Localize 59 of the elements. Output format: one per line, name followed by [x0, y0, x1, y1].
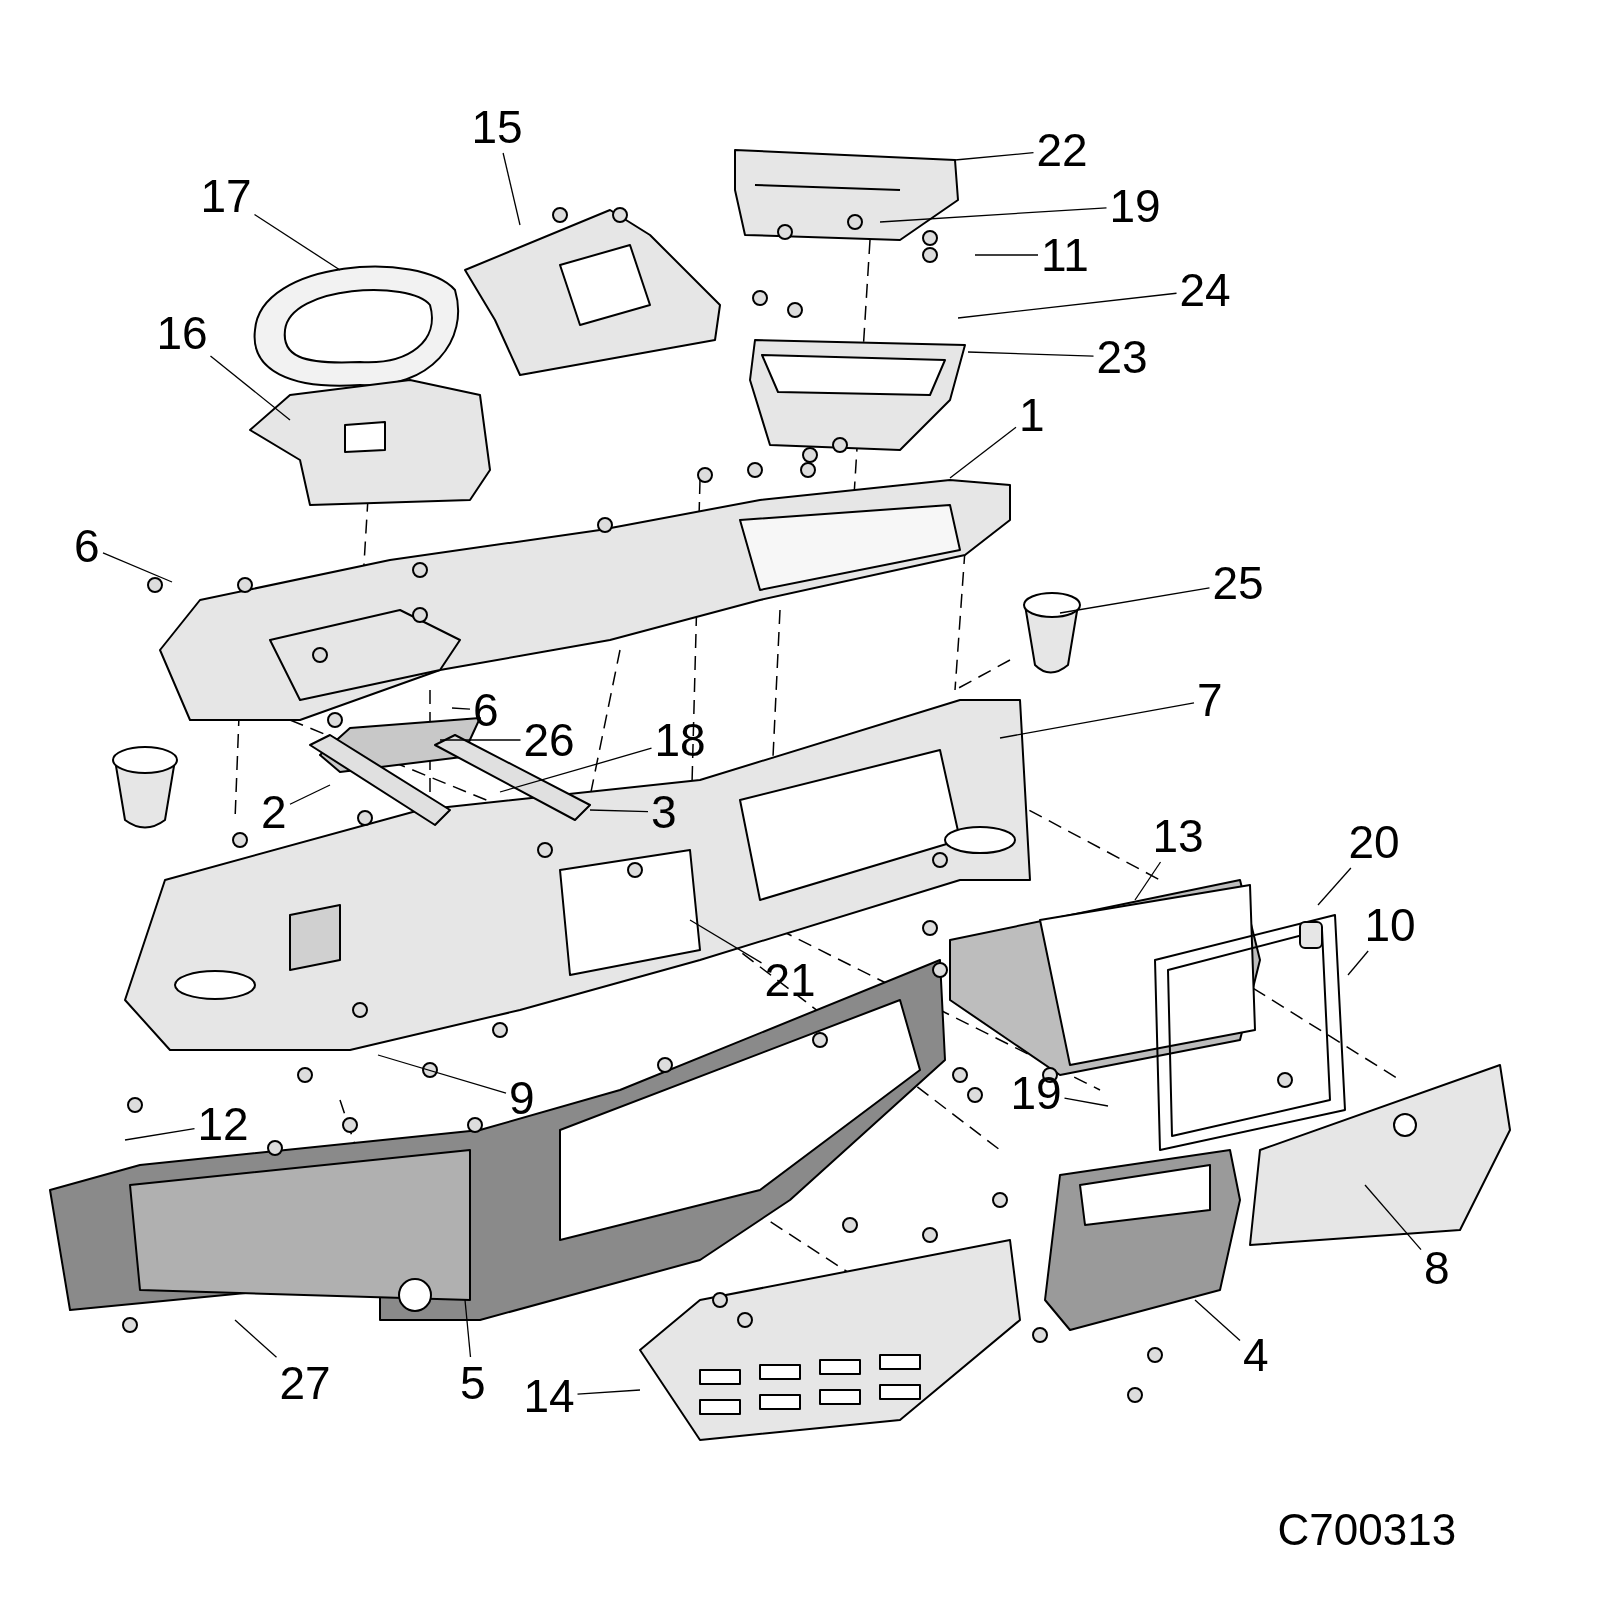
callout-number: 17 [200, 173, 252, 219]
callout-number: 18 [654, 717, 706, 763]
drawing-number: C700313 [1277, 1508, 1457, 1552]
callout-number: 22 [1036, 127, 1088, 173]
leader-line [451, 707, 471, 710]
leader-line [974, 254, 1039, 256]
leader-line [464, 1299, 472, 1358]
callout-number: 27 [279, 1360, 331, 1406]
callout-number: 16 [156, 310, 208, 356]
callout-number: 1 [1019, 392, 1045, 438]
callout-number: 6 [473, 687, 499, 733]
callout-number: 12 [197, 1101, 249, 1147]
callout-number: 11 [1041, 232, 1089, 278]
callout-number: 21 [764, 957, 816, 1003]
callout-number: 9 [509, 1075, 535, 1121]
leader-line [499, 747, 653, 793]
leader-line [289, 784, 331, 805]
leader-line [957, 292, 1178, 319]
leader-line [439, 739, 522, 741]
callout-number: 20 [1348, 819, 1400, 865]
callout-number: 4 [1243, 1332, 1269, 1378]
leader-line [689, 919, 763, 964]
callout-number: 5 [460, 1360, 486, 1406]
callout-number: 2 [261, 789, 287, 835]
leader-line [1364, 1184, 1422, 1251]
leader-line [954, 152, 1035, 161]
callout-number: 10 [1364, 902, 1416, 948]
leader-line [102, 552, 173, 583]
leader-line [124, 1128, 196, 1141]
leader-line [1194, 1299, 1241, 1342]
callout-number: 25 [1212, 560, 1264, 606]
callout-number: 7 [1197, 677, 1223, 723]
callout-number: 8 [1424, 1245, 1450, 1291]
leader-line [234, 1319, 278, 1358]
leader-line [1347, 950, 1369, 976]
callout-number: 3 [651, 789, 677, 835]
leader-line [1063, 1097, 1109, 1107]
leader-line [502, 152, 521, 226]
leader-line [1059, 587, 1211, 614]
leader-line [589, 809, 649, 813]
leader-line [967, 351, 1095, 357]
callout-number: 19 [1109, 183, 1161, 229]
callout-number: 6 [74, 523, 100, 569]
leader-line [576, 1389, 641, 1395]
callout-number: 13 [1152, 813, 1204, 859]
leader-line [999, 702, 1195, 739]
callout-number: 23 [1096, 334, 1148, 380]
callout-number: 15 [471, 104, 523, 150]
leader-line [1134, 861, 1162, 901]
callout-number: 14 [523, 1373, 575, 1419]
callout-number: 26 [523, 717, 575, 763]
leader-line [209, 355, 291, 421]
leader-line [1317, 867, 1352, 906]
leader-line [879, 207, 1108, 223]
callout-number: 24 [1179, 267, 1231, 313]
leader-line [377, 1054, 507, 1094]
callout-number: 19 [1010, 1070, 1062, 1116]
leader-line [949, 426, 1017, 479]
leader-line [253, 213, 341, 271]
